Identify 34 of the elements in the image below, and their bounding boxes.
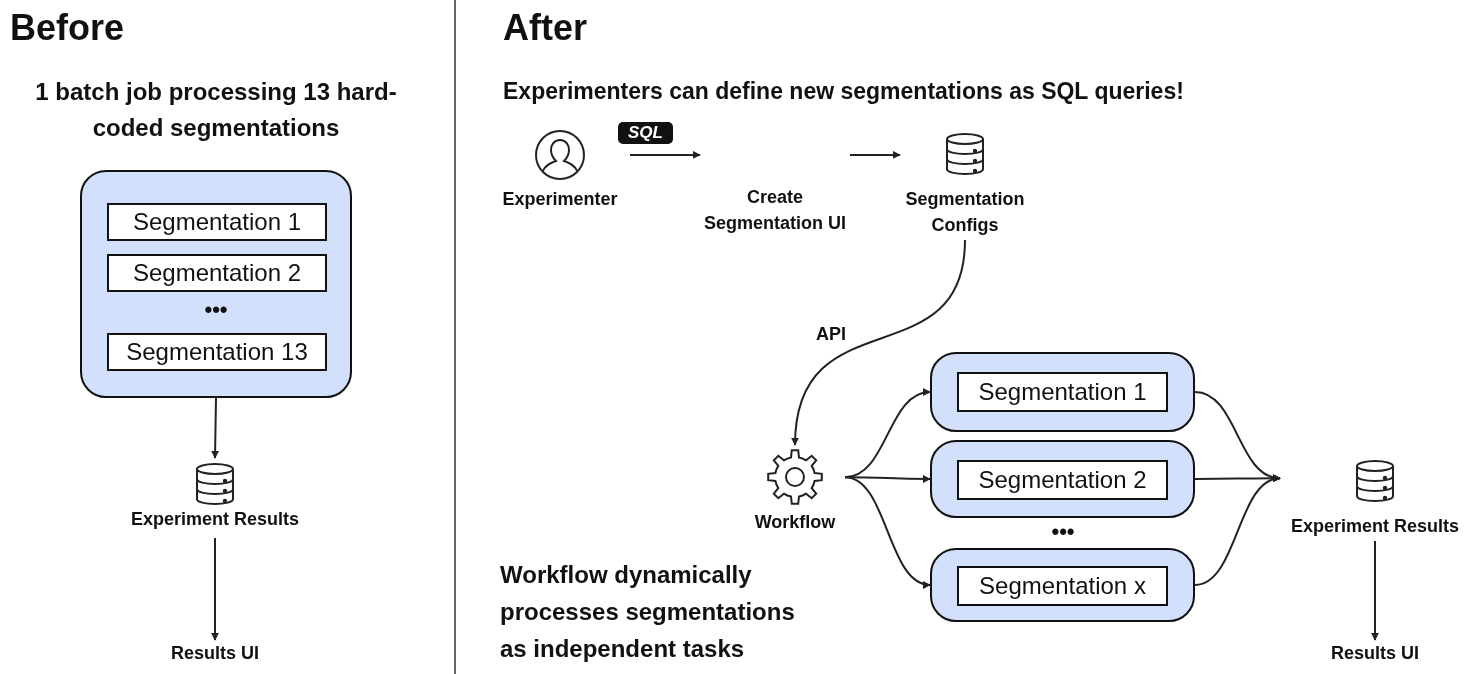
arrow: [211, 397, 220, 459]
node-label: Results UI: [1330, 642, 1420, 665]
arrow: [629, 150, 701, 159]
ellipsis-mark: •••: [1050, 518, 1076, 546]
node-label: Experimenter: [501, 188, 619, 211]
node-label: Segmentation Configs: [904, 188, 1026, 237]
segmentation-box: Segmentation 2: [107, 254, 327, 292]
segmentation-container: [930, 352, 1195, 432]
arrow: [211, 537, 219, 641]
arrow: [791, 239, 966, 446]
section-heading: Before: [10, 8, 126, 48]
note-text: Experimenters can define new segmentations as SQL queries!: [503, 77, 1185, 106]
arrow: [1371, 540, 1379, 641]
node-label: Experiment Results: [129, 508, 301, 531]
node-label: Workflow: [753, 511, 837, 534]
segmentation-box: Segmentation x: [957, 566, 1168, 606]
arrow: [849, 150, 901, 159]
node-label: Results UI: [170, 642, 260, 665]
sql-tag: SQL: [618, 122, 673, 144]
segmentation-box: Segmentation 1: [957, 372, 1168, 412]
segmentation-container: [930, 440, 1195, 518]
arrow: [1194, 475, 1281, 586]
section-heading: After: [503, 8, 588, 48]
ellipsis-mark: •••: [203, 296, 229, 324]
segmentation-box: Segmentation 13: [107, 333, 327, 371]
segmentation-box: Segmentation 2: [957, 460, 1168, 500]
segmentation-box: Segmentation 1: [107, 203, 327, 241]
arrow: [844, 476, 931, 588]
note-text: 1 batch job processing 13 hard-coded segmentations: [34, 77, 398, 143]
segmentation-container: [930, 548, 1195, 622]
node-label: Experiment Results: [1289, 515, 1461, 538]
segmentation-container: [80, 170, 352, 398]
note-text: Workflow dynamically processes segmentations as independent tasks: [500, 560, 796, 664]
node-label: Create Segmentation UI: [703, 186, 847, 235]
